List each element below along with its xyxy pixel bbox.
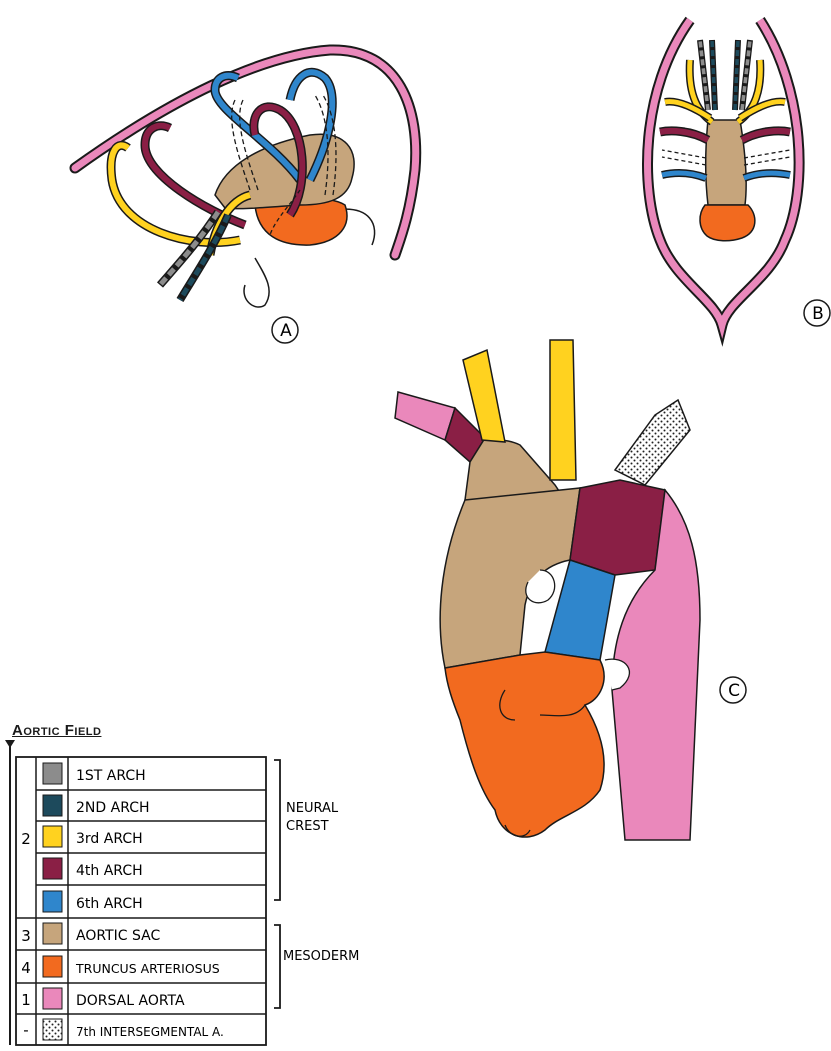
legend-label-dorsal-aorta: DORSAL AORTA xyxy=(76,993,185,1009)
panel-a-label-circle: A xyxy=(280,321,292,341)
legend: 2 3 4 1 - 1ST ARCH 2ND ARCH 3rd ARCH 4th… xyxy=(5,740,359,1045)
swatch-dorsal-aorta xyxy=(43,988,62,1009)
legend-field-4: 4 xyxy=(21,959,31,977)
swatch-truncus xyxy=(43,956,62,977)
legend-group-neural-crest-line2: CREST xyxy=(286,819,329,834)
legend-label-intersegmental: 7th INTERSEGMENTAL A. xyxy=(76,1025,224,1039)
swatch-aortic-sac xyxy=(43,923,62,944)
legend-label-arch2: 2ND ARCH xyxy=(76,800,150,816)
panel-b-frontal-view: B xyxy=(648,20,830,326)
legend-group-mesoderm: MESODERM xyxy=(283,949,359,964)
swatch-arch4 xyxy=(43,858,62,879)
legend-field-1: 1 xyxy=(21,991,31,1009)
panel-c-truncus-derivatives xyxy=(445,652,604,837)
legend-title: Aortic Field xyxy=(12,722,101,739)
panel-c-right-subclavian-pink xyxy=(395,392,455,440)
legend-label-arch4: 4th ARCH xyxy=(76,863,143,879)
panel-c-adult-derivatives: C xyxy=(395,340,746,840)
panel-c-label-circle: C xyxy=(728,681,740,701)
panel-a-dorsal-aorta xyxy=(75,50,416,255)
swatch-arch3 xyxy=(43,826,62,847)
panel-a-lateral-view: A xyxy=(75,50,416,343)
swatch-arch6 xyxy=(43,891,62,912)
swatch-arch1 xyxy=(43,763,62,784)
legend-label-arch3: 3rd ARCH xyxy=(76,831,143,847)
legend-field-2: 2 xyxy=(21,830,31,848)
panel-c-aortic-arch-4th xyxy=(570,480,665,575)
legend-label-arch1: 1ST ARCH xyxy=(76,768,146,784)
legend-field-dash: - xyxy=(23,1021,28,1039)
panel-c-left-carotid xyxy=(550,340,576,480)
panel-c-left-subclavian xyxy=(615,400,690,485)
legend-label-arch6: 6th ARCH xyxy=(76,896,143,912)
panel-b-aortic-sac xyxy=(706,120,746,205)
panel-b-label-circle: B xyxy=(812,304,824,324)
panel-b-truncus xyxy=(700,205,755,241)
legend-field-3: 3 xyxy=(21,927,31,945)
legend-label-truncus: TRUNCUS ARTERIOSUS xyxy=(75,961,220,976)
panel-c-pulmonary-6th xyxy=(545,560,615,660)
legend-label-aortic-sac: AORTIC SAC xyxy=(76,928,160,944)
swatch-intersegmental xyxy=(43,1019,62,1040)
swatch-arch2 xyxy=(43,795,62,816)
legend-group-neural-crest-line1: NEURAL xyxy=(286,801,339,816)
